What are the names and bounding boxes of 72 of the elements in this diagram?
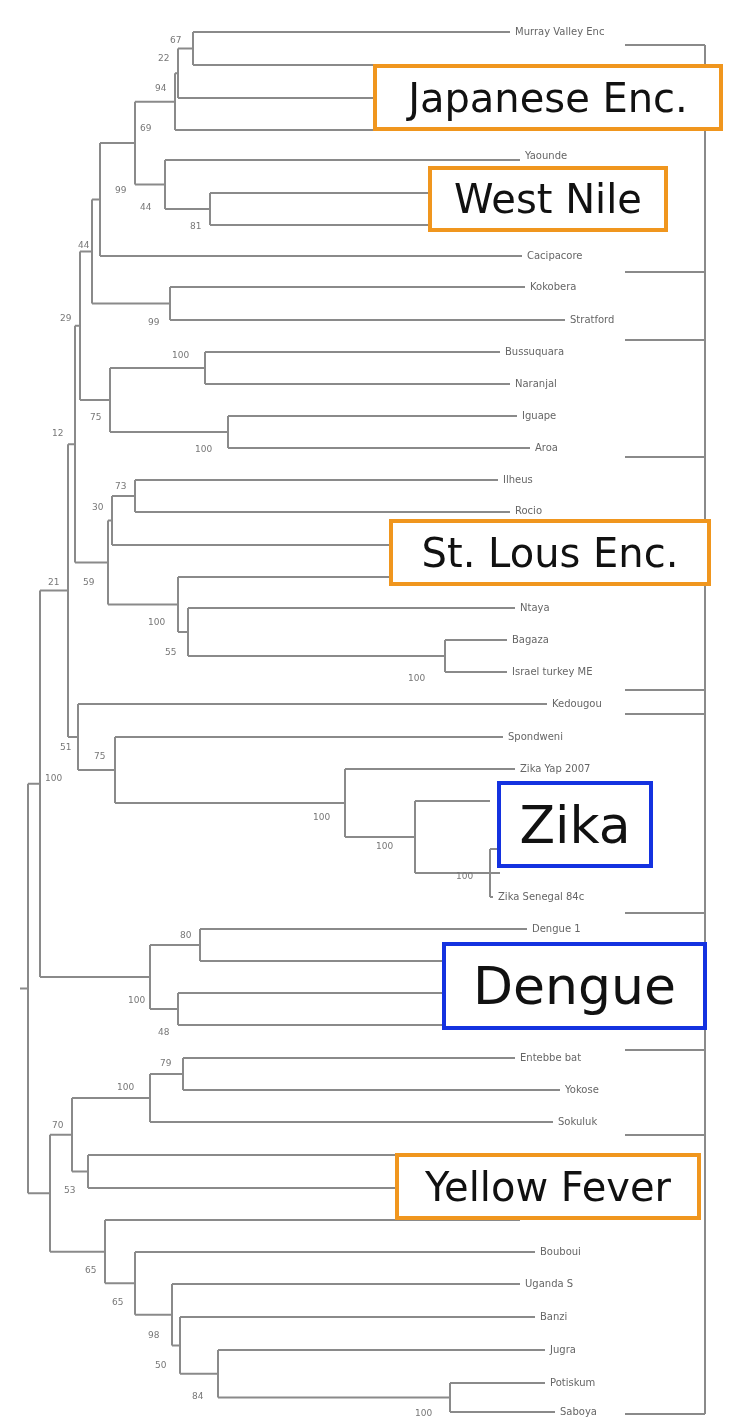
clade-label-box: Zika — [497, 781, 653, 868]
bootstrap-value: 100 — [313, 811, 331, 823]
bootstrap-value: 99 — [115, 184, 127, 196]
bootstrap-value: 100 — [408, 672, 426, 684]
clade-label-box: Yellow Fever — [395, 1153, 701, 1220]
bootstrap-value: 100 — [45, 772, 63, 784]
clade-label-box: Japanese Enc. — [373, 64, 723, 131]
bootstrap-value: 65 — [85, 1264, 97, 1276]
taxon-label: Stratford — [570, 314, 615, 326]
bootstrap-value: 75 — [94, 750, 106, 762]
bootstrap-value: 80 — [180, 929, 192, 941]
bootstrap-value: 12 — [52, 427, 64, 439]
bootstrap-value: 48 — [158, 1026, 170, 1038]
clade-label-box: St. Lous Enc. — [389, 519, 711, 586]
bootstrap-value: 100 — [415, 1407, 433, 1419]
bootstrap-value: 100 — [117, 1081, 135, 1093]
taxon-label: Rocio — [515, 505, 542, 517]
taxon-label: Uganda S — [525, 1278, 574, 1290]
bootstrap-value: 99 — [148, 316, 160, 328]
bootstrap-value: 55 — [165, 646, 177, 658]
taxon-label: Ntaya — [520, 602, 550, 614]
taxon-label: Potiskum — [550, 1377, 596, 1389]
taxon-label: Kokobera — [530, 281, 577, 293]
bootstrap-value: 53 — [64, 1184, 76, 1196]
clade-label-box: Dengue — [442, 942, 707, 1030]
bootstrap-value: 73 — [115, 480, 127, 492]
bootstrap-value: 79 — [160, 1057, 172, 1069]
taxon-label: Ilheus — [503, 474, 533, 486]
taxon-label: Naranjal — [515, 378, 557, 390]
bootstrap-value: 100 — [376, 840, 394, 852]
taxon-label: Banzi — [540, 1311, 568, 1323]
taxon-label: Zika Senegal 84c — [498, 891, 585, 903]
taxon-label: Murray Valley Enc — [515, 26, 605, 38]
bootstrap-value: 44 — [78, 239, 90, 251]
bootstrap-value: 67 — [170, 34, 182, 46]
bootstrap-value: 98 — [148, 1329, 160, 1341]
taxon-label: Jugra — [550, 1344, 576, 1356]
bootstrap-value: 100 — [128, 994, 146, 1006]
bootstrap-value: 50 — [155, 1359, 167, 1371]
bootstrap-value: 100 — [456, 870, 474, 882]
taxon-label: Iguape — [522, 410, 557, 422]
taxon-label: Bussuquara — [505, 346, 564, 358]
bootstrap-value: 100 — [172, 349, 190, 361]
taxon-label: Bouboui — [540, 1246, 581, 1258]
bootstrap-value: 65 — [112, 1296, 124, 1308]
bootstrap-value: 29 — [60, 312, 72, 324]
taxon-label: Aroa — [535, 442, 558, 454]
bootstrap-value: 30 — [92, 501, 104, 513]
taxon-label: Israel turkey ME — [512, 666, 593, 678]
bootstrap-value: 100 — [195, 443, 213, 455]
bootstrap-value: 51 — [60, 741, 72, 753]
bootstrap-value: 44 — [140, 201, 152, 213]
bootstrap-value: 84 — [192, 1390, 204, 1402]
clade-label-box: West Nile — [428, 166, 668, 232]
bootstrap-value: 94 — [155, 82, 167, 94]
bootstrap-value: 75 — [90, 411, 102, 423]
bootstrap-value: 70 — [52, 1119, 64, 1131]
bootstrap-value: 59 — [83, 576, 95, 588]
bootstrap-value: 69 — [140, 122, 152, 134]
bootstrap-value: 21 — [48, 576, 60, 588]
taxon-label: Cacipacore — [527, 250, 583, 262]
taxon-label: Spondweni — [508, 731, 563, 743]
taxon-label: Yokose — [565, 1084, 599, 1096]
taxon-label: Saboya — [560, 1406, 597, 1418]
taxon-label: Sokuluk — [558, 1116, 598, 1128]
taxon-label: Bagaza — [512, 634, 549, 646]
bootstrap-value: 22 — [158, 52, 170, 64]
bootstrap-value: 81 — [190, 220, 202, 232]
taxon-label: Kedougou — [552, 698, 602, 710]
bootstrap-value: 100 — [148, 616, 166, 628]
taxon-label: Yaounde — [525, 150, 568, 162]
taxon-label: Entebbe bat — [520, 1052, 582, 1064]
